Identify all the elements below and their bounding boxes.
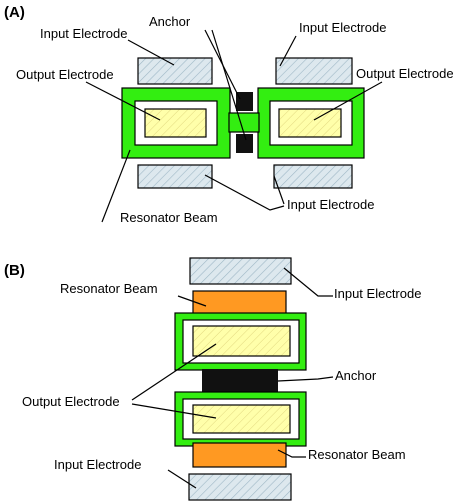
label-input-electrode-top-left: Input Electrode [40,26,127,41]
input-electrode-bottom-b [188,473,292,501]
panel-a-tag: (A) [4,4,25,21]
anchor-top [236,92,253,111]
label-anchor-a: Anchor [149,14,191,29]
panel-b: (B) Input Electrode Resonator Beam Ancho… [4,257,421,501]
panel-a: (A) Anchor Input Electrode Input Electro… [4,4,454,225]
label-resonator-beam-a: Resonator Beam [120,210,218,225]
anchor-bottom [236,134,253,153]
output-electrode-left [144,108,207,138]
input-electrode-top-right [275,57,353,85]
label-input-electrode-bottom-b: Input Electrode [54,457,141,472]
input-electrode-bottom-right [273,164,353,189]
label-resonator-beam-top-b: Resonator Beam [60,281,158,296]
label-output-electrode-left: Output Electrode [16,67,114,82]
leader-lines-b [131,267,334,489]
resonator-beam-top-b [192,290,287,316]
resonator-beam-bottom-b [192,442,287,468]
label-resonator-beam-bottom-b: Resonator Beam [308,447,406,462]
label-output-electrode-right: Output Electrode [356,66,454,81]
input-electrode-top-b [189,257,292,285]
input-electrode-top-left [137,57,213,85]
output-electrode-right [278,108,342,138]
label-output-electrode-b: Output Electrode [22,394,120,409]
leader-lines-a [85,29,383,223]
label-anchor-b: Anchor [335,368,377,383]
label-input-electrode-top-right: Input Electrode [299,20,386,35]
panel-b-tag: (B) [4,262,25,279]
output-electrode-lower-b [192,404,291,434]
anchor-b [202,369,278,393]
label-input-electrode-top-b: Input Electrode [334,286,421,301]
coupling-beam [228,112,260,133]
label-input-electrode-bottom: Input Electrode [287,197,374,212]
output-electrode-upper-b [192,325,291,357]
input-electrode-bottom-left [137,164,213,189]
